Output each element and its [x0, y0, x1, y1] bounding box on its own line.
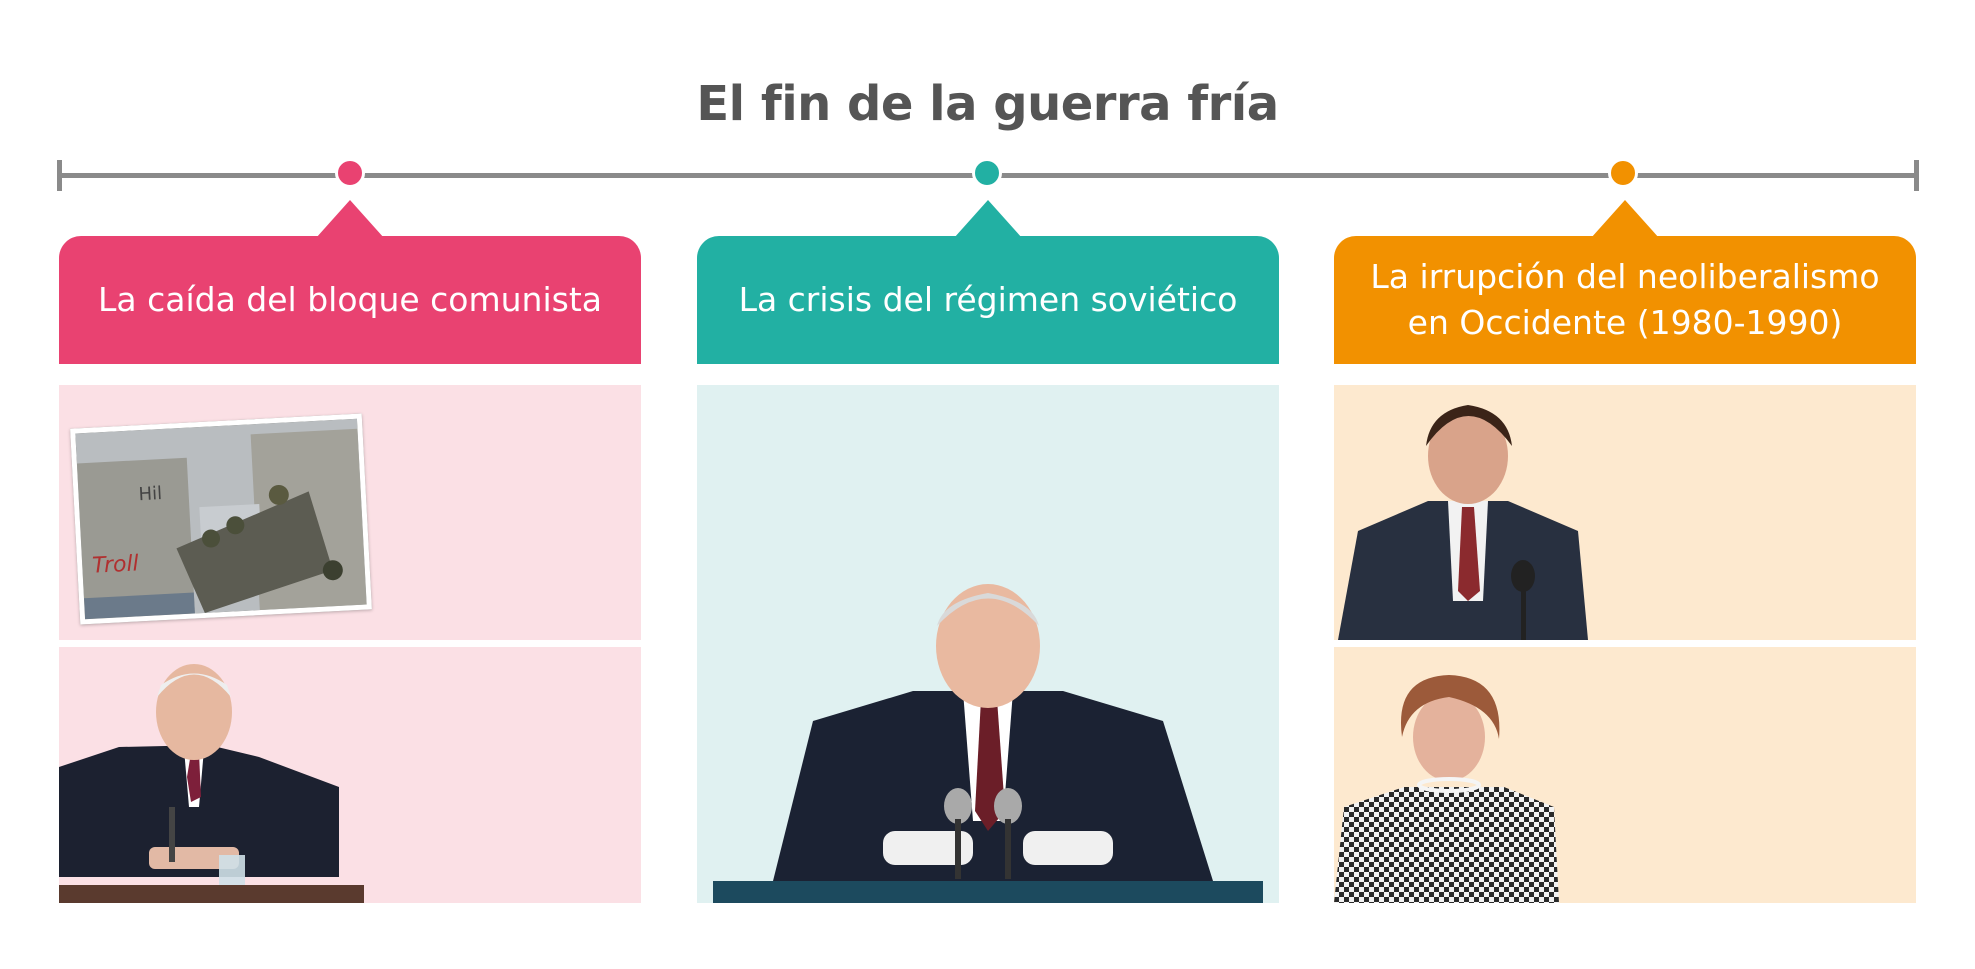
timeline-marker-1[interactable] [335, 158, 365, 188]
column-heading-line: La caída del bloque comunista [98, 280, 602, 319]
yeltsin-photo [59, 657, 364, 903]
column-heading: La caída del bloque comunista [59, 236, 641, 364]
image-panel-bottom [1334, 647, 1916, 903]
reagan-photo [1338, 401, 1598, 640]
svg-text:Hil: Hil [138, 483, 163, 505]
yeltsin-image [59, 664, 364, 903]
page-title: El fin de la guerra fría [696, 76, 1279, 132]
reagan-image [1338, 405, 1588, 640]
timeline-start-tick [57, 160, 62, 191]
gorbachev-image [713, 584, 1263, 903]
image-panel-top [1334, 385, 1916, 640]
column-heading-line: en Occidente (1980-1990) [1407, 303, 1843, 342]
thatcher-image [1334, 675, 1559, 903]
berlin-wall-photo: Troll Hil [70, 413, 372, 625]
image-panel [697, 385, 1279, 903]
header-pointer [1591, 200, 1659, 238]
column-neoliberalism: La irrupción del neoliberalismo en Occid… [1334, 0, 1916, 969]
image-panel-bottom [59, 647, 641, 903]
image-panel-top: Troll Hil [59, 385, 641, 640]
column-heading: La irrupción del neoliberalismo en Occid… [1334, 236, 1916, 364]
column-heading: La crisis del régimen soviético [697, 236, 1279, 364]
column-soviet-crisis: La crisis del régimen soviético [697, 0, 1279, 969]
svg-text:Troll: Troll [92, 551, 140, 578]
column-heading-line: La crisis del régimen soviético [738, 280, 1238, 319]
header-pointer [316, 200, 384, 238]
column-heading-line: La irrupción del neoliberalismo [1370, 257, 1880, 296]
header-pointer [954, 200, 1022, 238]
column-communist-bloc: La caída del bloque comunista Troll Hil [59, 0, 641, 969]
timeline-marker-2[interactable] [972, 158, 1002, 188]
gorbachev-photo [713, 581, 1263, 903]
timeline-marker-3[interactable] [1608, 158, 1638, 188]
thatcher-photo [1334, 667, 1574, 903]
berlin-wall-image: Troll Hil [75, 418, 367, 620]
timeline-end-tick [1914, 160, 1919, 191]
